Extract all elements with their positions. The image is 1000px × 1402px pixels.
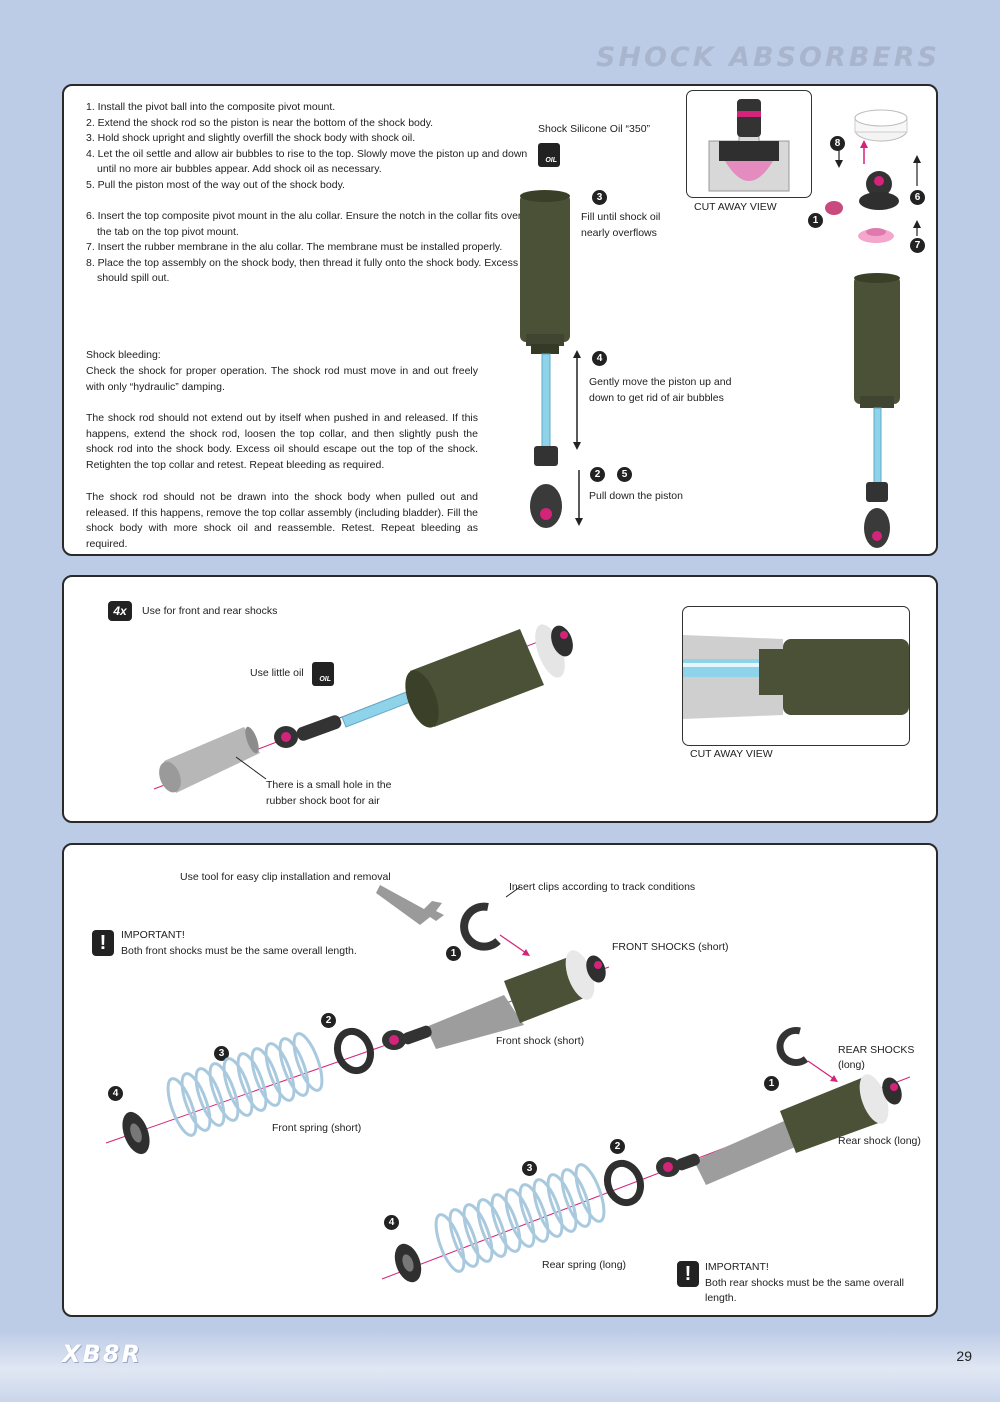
important-title-front: IMPORTANT! [121,929,185,941]
cutaway-rod-diagram [683,635,909,719]
step-5: 5. Pull the piston most of the way out o… [86,179,345,191]
step-4-cont: until no more air bubbles appear. Add sh… [97,163,382,176]
oil-drop-icon: OIL [312,662,334,686]
bleeding-paragraph-1: Check the shock for proper operation. Th… [86,365,478,393]
clips-note: Insert clips according to track conditio… [509,881,696,893]
callout-5: 5 [617,467,632,482]
step-8-cont: should spill out. [97,272,170,285]
spring-clip-panel: Use tool for easy clip installation and … [62,843,938,1317]
warning-icon: ! [677,1261,699,1287]
front-shocks-label: FRONT SHOCKS (short) [612,941,729,953]
rear-spring [434,1163,606,1273]
fill-note-line-1: Fill until shock oil [581,211,661,223]
step-4: 4. Let the oil settle and allow air bubb… [86,147,528,160]
step-3: 3. Hold shock upright and slightly overf… [86,132,416,145]
callout-3: 3 [592,190,607,205]
cutaway-view-box [682,606,910,746]
move-note-line-1: Gently move the piston up and [589,376,732,388]
oil-drop-icon: OIL [538,143,560,167]
page-number: 29 [956,1348,972,1364]
cutaway-view-label: CUT AWAY VIEW [694,201,777,213]
step-1: 1. Install the pivot ball into the compo… [86,101,336,113]
callout-2: 2 [590,467,605,482]
front-spring-label: Front spring (short) [272,1122,362,1134]
oil-label: Shock Silicone Oil “350” [538,123,651,135]
move-note-line-2: down to get rid of air bubbles [589,392,724,404]
warning-icon: ! [92,930,114,956]
important-title-rear: IMPORTANT! [705,1261,769,1273]
shock-body [520,194,570,342]
rod-end [530,484,562,528]
shock-filling-diagram [520,109,921,548]
callout-rear-3: 3 [522,1161,537,1176]
brand-logo: XB8R [62,1340,142,1368]
shock-rod [541,353,551,455]
footer-band [0,1330,1000,1402]
spring-clip-diagram [105,885,911,1283]
quantity-badge: 4x [108,601,132,621]
step-6-cont: the tab on the top pivot mount. [97,225,239,238]
callout-front-4: 4 [108,1086,123,1101]
shock-body-assembled [854,276,900,404]
little-oil-label: Use little oil [250,667,304,679]
front-shock-label: Front shock (short) [496,1035,585,1047]
rear-shocks-label: REAR SHOCKS (long) [838,1044,915,1071]
step-6: 6. Insert the top composite pivot mount … [86,210,522,222]
rear-shock-label: Rear shock (long) [838,1135,921,1147]
shock-clip [776,1027,809,1066]
bleeding-title: Shock bleeding: [86,349,161,361]
boot-note-line-2: rubber shock boot for air [266,795,380,807]
shock-boot-panel: 4x Use for front and rear shocks Use lit… [62,575,938,823]
callout-4: 4 [592,351,607,366]
important-rear-text: Both rear shocks must be the same overal… [705,1277,905,1304]
callout-front-2: 2 [321,1013,336,1028]
use-note: Use for front and rear shocks [142,605,278,617]
boot-note-line-1: There is a small hole in the [266,779,392,791]
step-7: 7. Insert the rubber membrane in the alu… [86,241,503,254]
important-front-text: Both front shocks must be the same overa… [121,945,357,957]
tool-note: Use tool for easy clip installation and … [180,871,391,883]
page-title: SHOCK ABSORBERS [595,42,940,73]
bleeding-paragraph-3: The shock rod should not be drawn into t… [86,491,478,550]
pull-note: Pull down the piston [589,490,683,502]
callout-front-1: 1 [446,946,461,961]
step-2: 2. Extend the shock rod so the piston is… [86,116,434,129]
shock-assembly-panel: 1. Install the pivot ball into the compo… [62,84,938,556]
cutaway-view-label: CUT AWAY VIEW [690,748,773,760]
shock-boot-diagram [153,624,573,793]
rear-spring-label: Rear spring (long) [542,1259,627,1271]
callout-1: 1 [808,213,823,228]
callout-rear-4: 4 [384,1215,399,1230]
callout-rear-2: 2 [610,1139,625,1154]
clip-tool [376,885,444,925]
front-spring [166,1032,324,1137]
callout-7: 7 [910,238,925,253]
callout-front-3: 3 [214,1046,229,1061]
shock-clip [460,902,501,951]
bleeding-paragraph-2: The shock rod should not extend out by i… [86,412,478,471]
cutaway-view-box [686,90,812,198]
step-8: 8. Place the top assembly on the shock b… [86,256,532,269]
callout-6: 6 [910,190,925,205]
callout-rear-1: 1 [764,1076,779,1091]
fill-note-line-2: nearly overflows [581,227,657,239]
cutaway-top-diagram [708,99,790,192]
callout-8: 8 [830,136,845,151]
